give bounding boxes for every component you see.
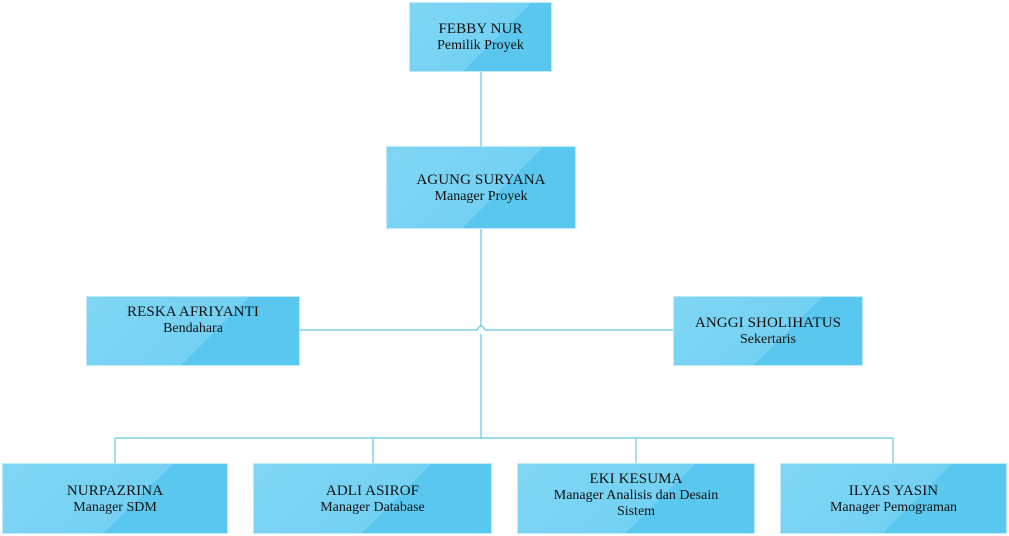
node-owner: FEBBY NUR Pemilik Proyek	[409, 2, 552, 72]
node-secretary-name: ANGGI SHOLIHATUS	[694, 315, 842, 331]
node-staff-3-name: EKI KESUMA	[589, 471, 683, 487]
connector-line-jump	[476, 325, 486, 331]
node-owner-role: Pemilik Proyek	[437, 38, 524, 53]
node-staff-1-name: NURPAZRINA	[66, 482, 164, 499]
node-staff-1-role: Manager SDM	[73, 499, 157, 515]
node-staff-4-name: ILYAS YASIN	[848, 482, 939, 499]
node-treasurer-name: RESKA AFRIYANTI	[127, 304, 259, 320]
node-staff-4: ILYAS YASIN Manager Pemograman	[780, 463, 1007, 534]
node-manager-name: AGUNG SURYANA	[416, 171, 546, 188]
node-secretary-role: Sekertaris	[740, 332, 796, 347]
node-staff-2: ADLI ASIROF Manager Database	[253, 463, 492, 534]
node-manager-role: Manager Proyek	[434, 188, 528, 204]
node-treasurer-role: Bendahara	[163, 321, 223, 336]
node-staff-2-role: Manager Database	[320, 499, 425, 515]
node-treasurer: RESKA AFRIYANTI Bendahara	[86, 296, 300, 366]
node-staff-3: EKI KESUMA Manager Analisis dan Desain S…	[517, 463, 755, 534]
node-secretary: ANGGI SHOLIHATUS Sekertaris	[673, 296, 863, 366]
node-staff-4-role: Manager Pemograman	[829, 499, 958, 515]
node-manager: AGUNG SURYANA Manager Proyek	[386, 146, 576, 229]
node-staff-2-name: ADLI ASIROF	[325, 482, 420, 499]
node-staff-3-role: Manager Analisis dan Desain Sistem	[553, 488, 719, 519]
node-staff-1: NURPAZRINA Manager SDM	[2, 463, 228, 534]
node-owner-name: FEBBY NUR	[438, 21, 523, 37]
